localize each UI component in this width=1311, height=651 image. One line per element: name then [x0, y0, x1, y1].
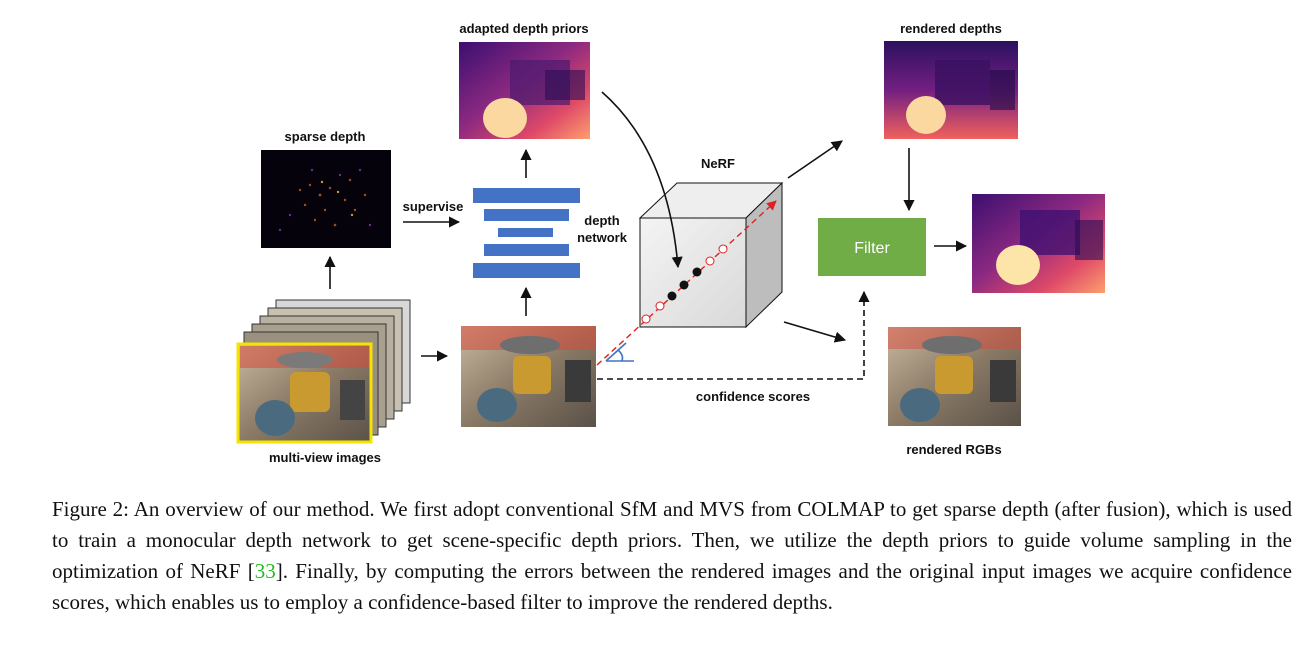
filter-label: Filter	[854, 240, 890, 257]
rendered-rgbs-image	[888, 327, 1021, 426]
filter-box: Filter	[818, 218, 926, 276]
caption-citation-link[interactable]: 33	[254, 559, 276, 583]
figure-caption: Figure 2: An overview of our method. We …	[52, 494, 1292, 618]
caption-text-end: ]. Finally, by computing the errors betw…	[52, 559, 1293, 614]
arrow-nerf-to-rendered-rgbs	[783, 321, 847, 343]
arrow-priors-to-nerf	[601, 91, 683, 269]
sparse-depth-label: sparse depth	[285, 129, 366, 144]
rendered-rgbs-label: rendered RGBs	[906, 442, 1001, 457]
depth-network-label-line1: depth	[584, 213, 619, 228]
caption-text-start: Figure 2: An overview of our method. We …	[52, 497, 1292, 583]
depth-network-icon	[473, 188, 580, 278]
confidence-scores-label: confidence scores	[696, 389, 810, 404]
supervise-label: supervise	[403, 199, 464, 214]
multi-view-images-stack	[236, 299, 411, 444]
depth-network-label-line2: network	[577, 230, 628, 245]
arrow-nerf-to-rendered-depths	[787, 140, 843, 179]
camera-angle-icon	[605, 342, 634, 362]
ray-sample-points	[641, 244, 728, 324]
adapted-depth-priors-image	[459, 42, 590, 139]
method-overview-diagram: adapted depth priors sparse depth depth	[236, 21, 1105, 465]
confidence-scores-path	[597, 290, 870, 380]
nerf-cube	[638, 181, 784, 329]
nerf-label: NeRF	[701, 156, 735, 171]
filtered-depth-image	[972, 194, 1105, 293]
rendered-depths-label: rendered depths	[900, 21, 1002, 36]
adapted-depth-priors-label: adapted depth priors	[459, 21, 588, 36]
input-rgb-image	[461, 326, 596, 427]
rendered-depths-image	[884, 41, 1018, 139]
multi-view-images-label: multi-view images	[269, 450, 381, 465]
sparse-depth-image	[261, 150, 391, 248]
